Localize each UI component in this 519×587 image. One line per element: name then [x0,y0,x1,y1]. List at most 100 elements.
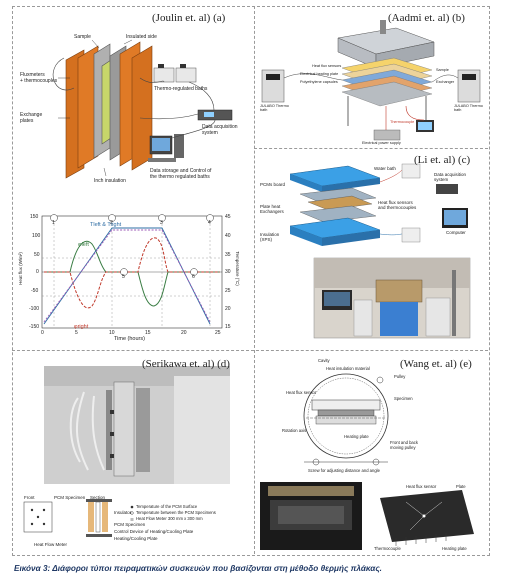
label-insulated-side: Insulated side [126,34,157,40]
label-daq-c: Data acquisition system [434,172,467,182]
panel-a-chart: 1 2 3 4 5 6 φleft φright Tleft & Tright … [14,206,252,348]
label-heating-plate-e: Heating plate [344,434,369,439]
legend-temp-surface: Temperature of the PCM Surface [136,504,198,509]
panel-e-diagram [260,373,484,550]
label-sample-b: Sample [436,68,449,72]
label-front-back: Front and back moving pulley [390,440,418,450]
panel-e: (Wang et. al) (e) Cavity Heat insulation… [256,352,487,554]
label-water-bath: Water bath [374,166,396,171]
panel-c: (Li et. al) (c) PCMs board Water bath Da… [256,150,487,348]
panel-c-title: (Li et. al) (c) [414,154,471,166]
label-exchange-plates: Exchange plates [20,112,43,124]
xtick-1: 5 [75,330,78,336]
label-sample: Sample [74,34,91,40]
panel-a-title: (Joulin et. al) (a) [152,12,226,24]
y2tick-6: 15 [225,324,231,330]
label-insulator: Insulator [114,510,132,515]
ytick-5: -100 [29,306,40,312]
panel-a: (Joulin et. al) (a) Sample [14,8,252,204]
panel-b: (Aadmi et. al) (b) JULABO Thermo bath JU… [256,8,487,147]
y2tick-2: 35 [225,252,231,258]
panel-e-title: (Wang et. al) (e) [400,358,472,370]
y2tick-4: 25 [225,288,231,294]
label-insulation: Inch insulation [94,178,126,184]
marker-3: 3 [160,220,163,226]
label-pcm-specimen-2: PCM Specimen [114,522,146,527]
xtick-5: 25 [215,330,221,336]
ytick-4: -50 [31,288,39,294]
label-polyethylene: Polyethylene capsules [300,80,338,84]
label-heat-flux-sensor-e: Heat flux sensor [286,390,317,395]
label-bath-right: JULABO Thermo bath [454,104,483,112]
label-thermocouple: Thermocouple [390,120,415,124]
label-fluxmeters: Fluxmeters + thermocouples [20,72,58,84]
ytick-6: -150 [29,324,40,330]
label-screw: Screw for adjusting distance and angle [308,468,380,473]
label-baths: Thermo-regulated baths [154,86,208,92]
legend-phi-right: φright [74,324,89,330]
label-hf-sensor-photo: Heat flux sensor [406,484,437,489]
figure-caption: Εικόνα 3: Διάφοροι τύποι πειραματικών συ… [14,564,382,573]
ytick-0: 150 [30,214,39,220]
panel-d-diagram [23,366,230,537]
divider-horizontal-right [254,148,488,149]
ytick-3: 0 [36,269,39,275]
y2tick-5: 20 [225,306,231,312]
divider-vertical-bottom [254,350,255,554]
figure-frame [12,6,490,556]
label-heat-flux: Heat flux sensors [312,64,342,68]
marker-5: 5 [122,274,125,280]
label-exchanger: Exchanger [436,80,455,84]
marker-4: 4 [208,220,211,226]
divider-vertical-top [254,6,255,348]
y2tick-0: 45 [225,214,231,220]
label-plate-heat: Plate heat Exchangers [260,204,284,214]
label-specimen: Specimen [394,396,413,401]
panel-b-title: (Aadmi et. al) (b) [388,12,465,24]
chart-xlabel: Time (hours) [114,336,145,342]
label-heating-plate-d: Heating/Cooling Plate [114,536,158,541]
panel-a-diagram [52,39,233,179]
label-rotation-axis: Rotation axis [282,428,307,433]
label-insulation-xps: Insulation (XPS) [260,232,280,242]
y2tick-1: 40 [225,233,231,239]
xtick-3: 15 [145,330,151,336]
marker-2: 2 [110,220,113,226]
ytick-2: 50 [34,252,40,258]
label-daq: Data acquisition system [202,124,238,136]
label-pulley: Pulley [394,374,406,379]
legend-temp: Tleft & Tright [90,222,122,228]
label-sensors: Heat flux sensors and thermocouples [378,200,417,210]
label-heat-flow-meter: Heat Flow Meter [34,542,68,547]
label-front: Front [24,495,35,500]
label-thermocouple-photo: Thermocouple [374,546,401,551]
label-heat-insulation: Heat insulation material [326,366,370,371]
legend-phi-left: φleft [78,242,89,248]
y2tick-3: 30 [225,269,231,275]
label-computer: Computer [446,230,466,235]
label-power: Electrical power supply [362,141,401,145]
label-pcm-board: PCMs board [260,182,286,187]
panel-c-diagram [289,163,471,339]
panel-d-title: (Serikawa et. al) (d) [142,358,230,370]
divider-horizontal [12,350,488,351]
panel-b-diagram [261,20,481,141]
heat-flux-chart [41,214,223,329]
xtick-4: 20 [181,330,187,336]
marker-6: 6 [192,274,195,280]
legend-heat-flow: Heat Flow Meter 300 mm x 300 mm [136,516,203,521]
label-heating-plate-photo: Heating plate [442,546,467,551]
label-pcm-specimen: PCM Specimen [54,495,86,500]
chart-ylabel: Heat flux (W/m²) [17,252,23,285]
panel-d: (Serikawa et. al) (d) Front PCM Specimen… [14,352,252,554]
legend-temp-between: Temperature between the PCM Specimens [136,510,216,515]
label-section: Section [90,495,106,500]
label-cavity: Cavity [318,358,330,363]
marker-1: 1 [52,220,55,226]
label-plate-photo: Plate [456,484,466,489]
label-storage: Data storage and Control of the thermo r… [150,168,212,180]
label-electrical-heating: Electrical heating plate [300,72,339,76]
xtick-0: 0 [41,330,44,336]
label-bath-left: JULABO Thermo bath [260,104,289,112]
xtick-2: 10 [109,330,115,336]
